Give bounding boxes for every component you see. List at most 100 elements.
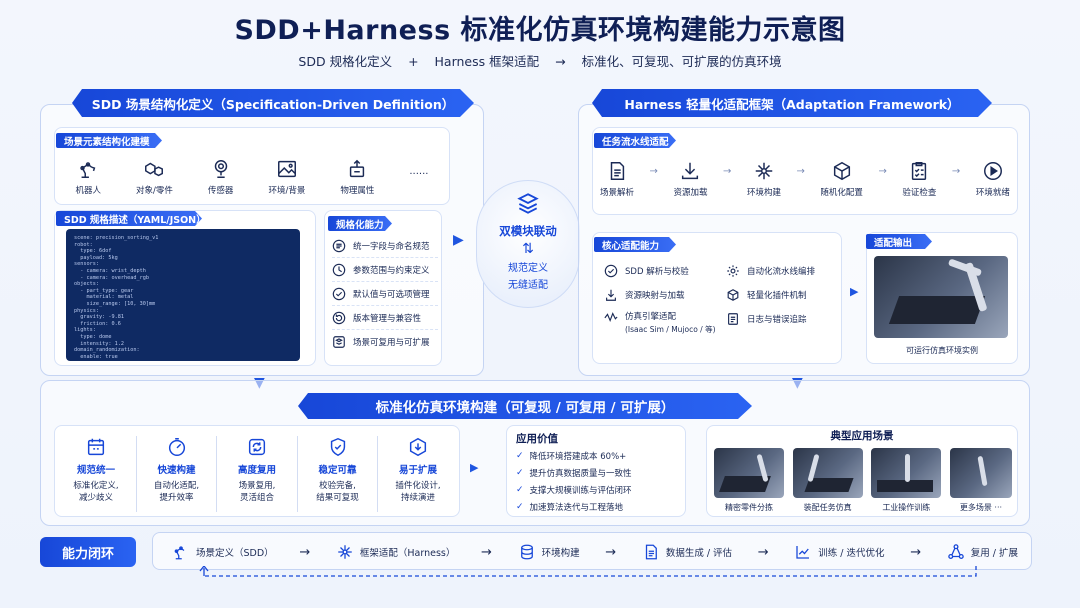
cube-icon [833,161,850,181]
arrow-core-to-output: ▶ [850,285,859,298]
core-tag: 核心适配能力 [594,237,676,252]
loop-step: 训练 / 迭代优化 [794,543,885,561]
document-icon [610,162,625,180]
shield-icon [330,437,345,457]
code-line: - part_type: gear [74,287,134,294]
pipeline-row: 场景解析 → 资源加载 → 环境构建 → 随机化配置 → 验证检查 → 环境就绪 [600,160,1010,208]
code-line: lights: [74,327,96,334]
norm-item: 统一字段与命名规范 [332,234,438,258]
norm-list: 统一字段与命名规范 参数范围与约束定义 默认值与可选项管理 版本管理与兼容性 场… [332,234,438,354]
sdd-ribbon: SDD 场景结构化定义（Specification-Driven Definit… [72,89,474,117]
subtitle-left: SDD 规格化定义 [298,54,393,69]
stack-icon [517,193,539,214]
plugin-icon [727,289,739,301]
pipeline-step: 资源加载 [673,160,707,198]
feature-item: 稳定可靠 校验完备,结果可复现 [300,436,376,512]
center-sub2: 无缝适配 [508,280,548,291]
element-more: ...... [409,165,429,177]
download-icon [682,162,699,180]
scene-thumbnail [949,448,1012,498]
scene-thumbnail [714,448,784,498]
core-item: SDD 解析与校验 [604,262,726,280]
value-title: 应用价值 [516,433,558,445]
check-icon: ✓ [516,450,524,461]
scene-item: 工业操作训练 [871,448,942,513]
pipeline-tag: 任务流水线适配 [594,133,676,148]
clipboard-icon [912,162,927,180]
loop-track [152,532,1032,570]
core-grid: SDD 解析与校验 自动化流水线编排 资源映射与加载 轻量化插件机制 仿真引擎适… [604,262,836,338]
element-objects: 对象/零件 [136,158,173,196]
code-line: type: 6dof [74,248,112,255]
feature-item: 易于扩展 插件化设计,持续演进 [380,436,456,512]
subtitle-arrow: → [555,54,566,69]
swap-icon: ⇅ [522,241,534,257]
pipeline-step: 场景解析 [600,160,634,198]
loop-arrow: → [481,544,492,560]
parse-icon [604,264,618,278]
harness-ribbon: Harness 轻量化适配框架（Adaptation Framework） [592,89,992,117]
spec-tag: SDD 规格描述（YAML/JSON） [56,211,202,226]
scenes-row: 精密零件分拣 装配任务仿真 工业操作训练 更多场景 ··· [714,448,1012,513]
robot-arm-icon [174,546,185,560]
sensor-icon [214,160,227,178]
loop-steps: 场景定义（SDD） → 框架适配（Harness） → 环境构建 → 数据生成 … [172,541,1018,563]
share-icon [947,544,964,560]
subtitle-middle: Harness 框架适配 [434,54,540,69]
code-line: gravity: -9.81 [74,314,124,321]
range-icon [332,263,346,276]
arrow-features-to-value: ▶ [470,461,479,474]
play-icon [983,162,1002,180]
value-item: ✓提升仿真数据质量与一致性 [516,467,632,479]
element-sensor: 传感器 [208,158,233,196]
code-line: material: metal [74,294,134,301]
value-card [506,425,686,517]
network-icon [338,545,352,559]
speed-icon [168,438,185,456]
pipeline-step: 随机化配置 [820,160,863,198]
norm-tag: 规格化能力 [328,216,392,231]
cubes-icon [145,162,164,177]
map-icon [606,289,616,301]
code-line: range: ... [74,360,292,361]
core-item: 日志与错误追踪 [726,310,836,328]
pipeline-arrow: → [649,166,658,177]
subtitle-right: 标准化、可复现、可扩展的仿真环境 [581,54,782,69]
loop-step: 场景定义（SDD） [172,543,274,561]
code-line: friction: 0.6 [74,320,121,327]
norm-card [324,210,442,366]
arrow-left-to-center: ▶ [453,232,464,248]
code-line: payload: 5kg [74,254,118,261]
check-icon [332,287,346,300]
center-title: 双模块联动 [499,224,557,238]
list-icon [332,239,346,252]
wave-icon [604,312,618,323]
value-item: ✓支撑大规模训练与评估闭环 [516,484,632,496]
code-line: intensity: 1.2 [74,340,124,347]
pipeline-arrow: → [796,166,805,177]
center-sub1: 规范定义 [508,263,548,274]
feature-item: 快速构建 自动化适配,提升效率 [139,436,215,512]
pipeline-step: 环境就绪 [976,160,1010,198]
pipeline-arrow: → [723,166,732,177]
code-line: - camera: overhead_rgb [74,274,149,281]
element-robot: 机器人 [76,158,101,196]
elements-tag: 场景元素结构化建模 [56,133,162,148]
build-ribbon: 标准化仿真环境构建（可复现 / 可复用 / 可扩展） [298,393,752,419]
code-line: - camera: wrist_depth [74,267,146,274]
code-line: robot: [74,241,93,248]
calendar-icon [87,438,105,456]
value-item: ✓降低环境搭建成本 60%+ [516,450,627,462]
loop-return-arrow [199,566,977,577]
document-icon [645,544,657,560]
physics-icon [350,159,365,178]
code-line: type: dome [74,333,112,340]
check-icon: ✓ [516,484,524,495]
refresh-icon [248,438,266,456]
code-line: size_range: [10, 30]mm [74,300,156,307]
scenes-title: 典型应用场景 [830,430,894,442]
scene-item: 更多场景 ··· [949,448,1012,513]
chart-icon [796,546,810,559]
